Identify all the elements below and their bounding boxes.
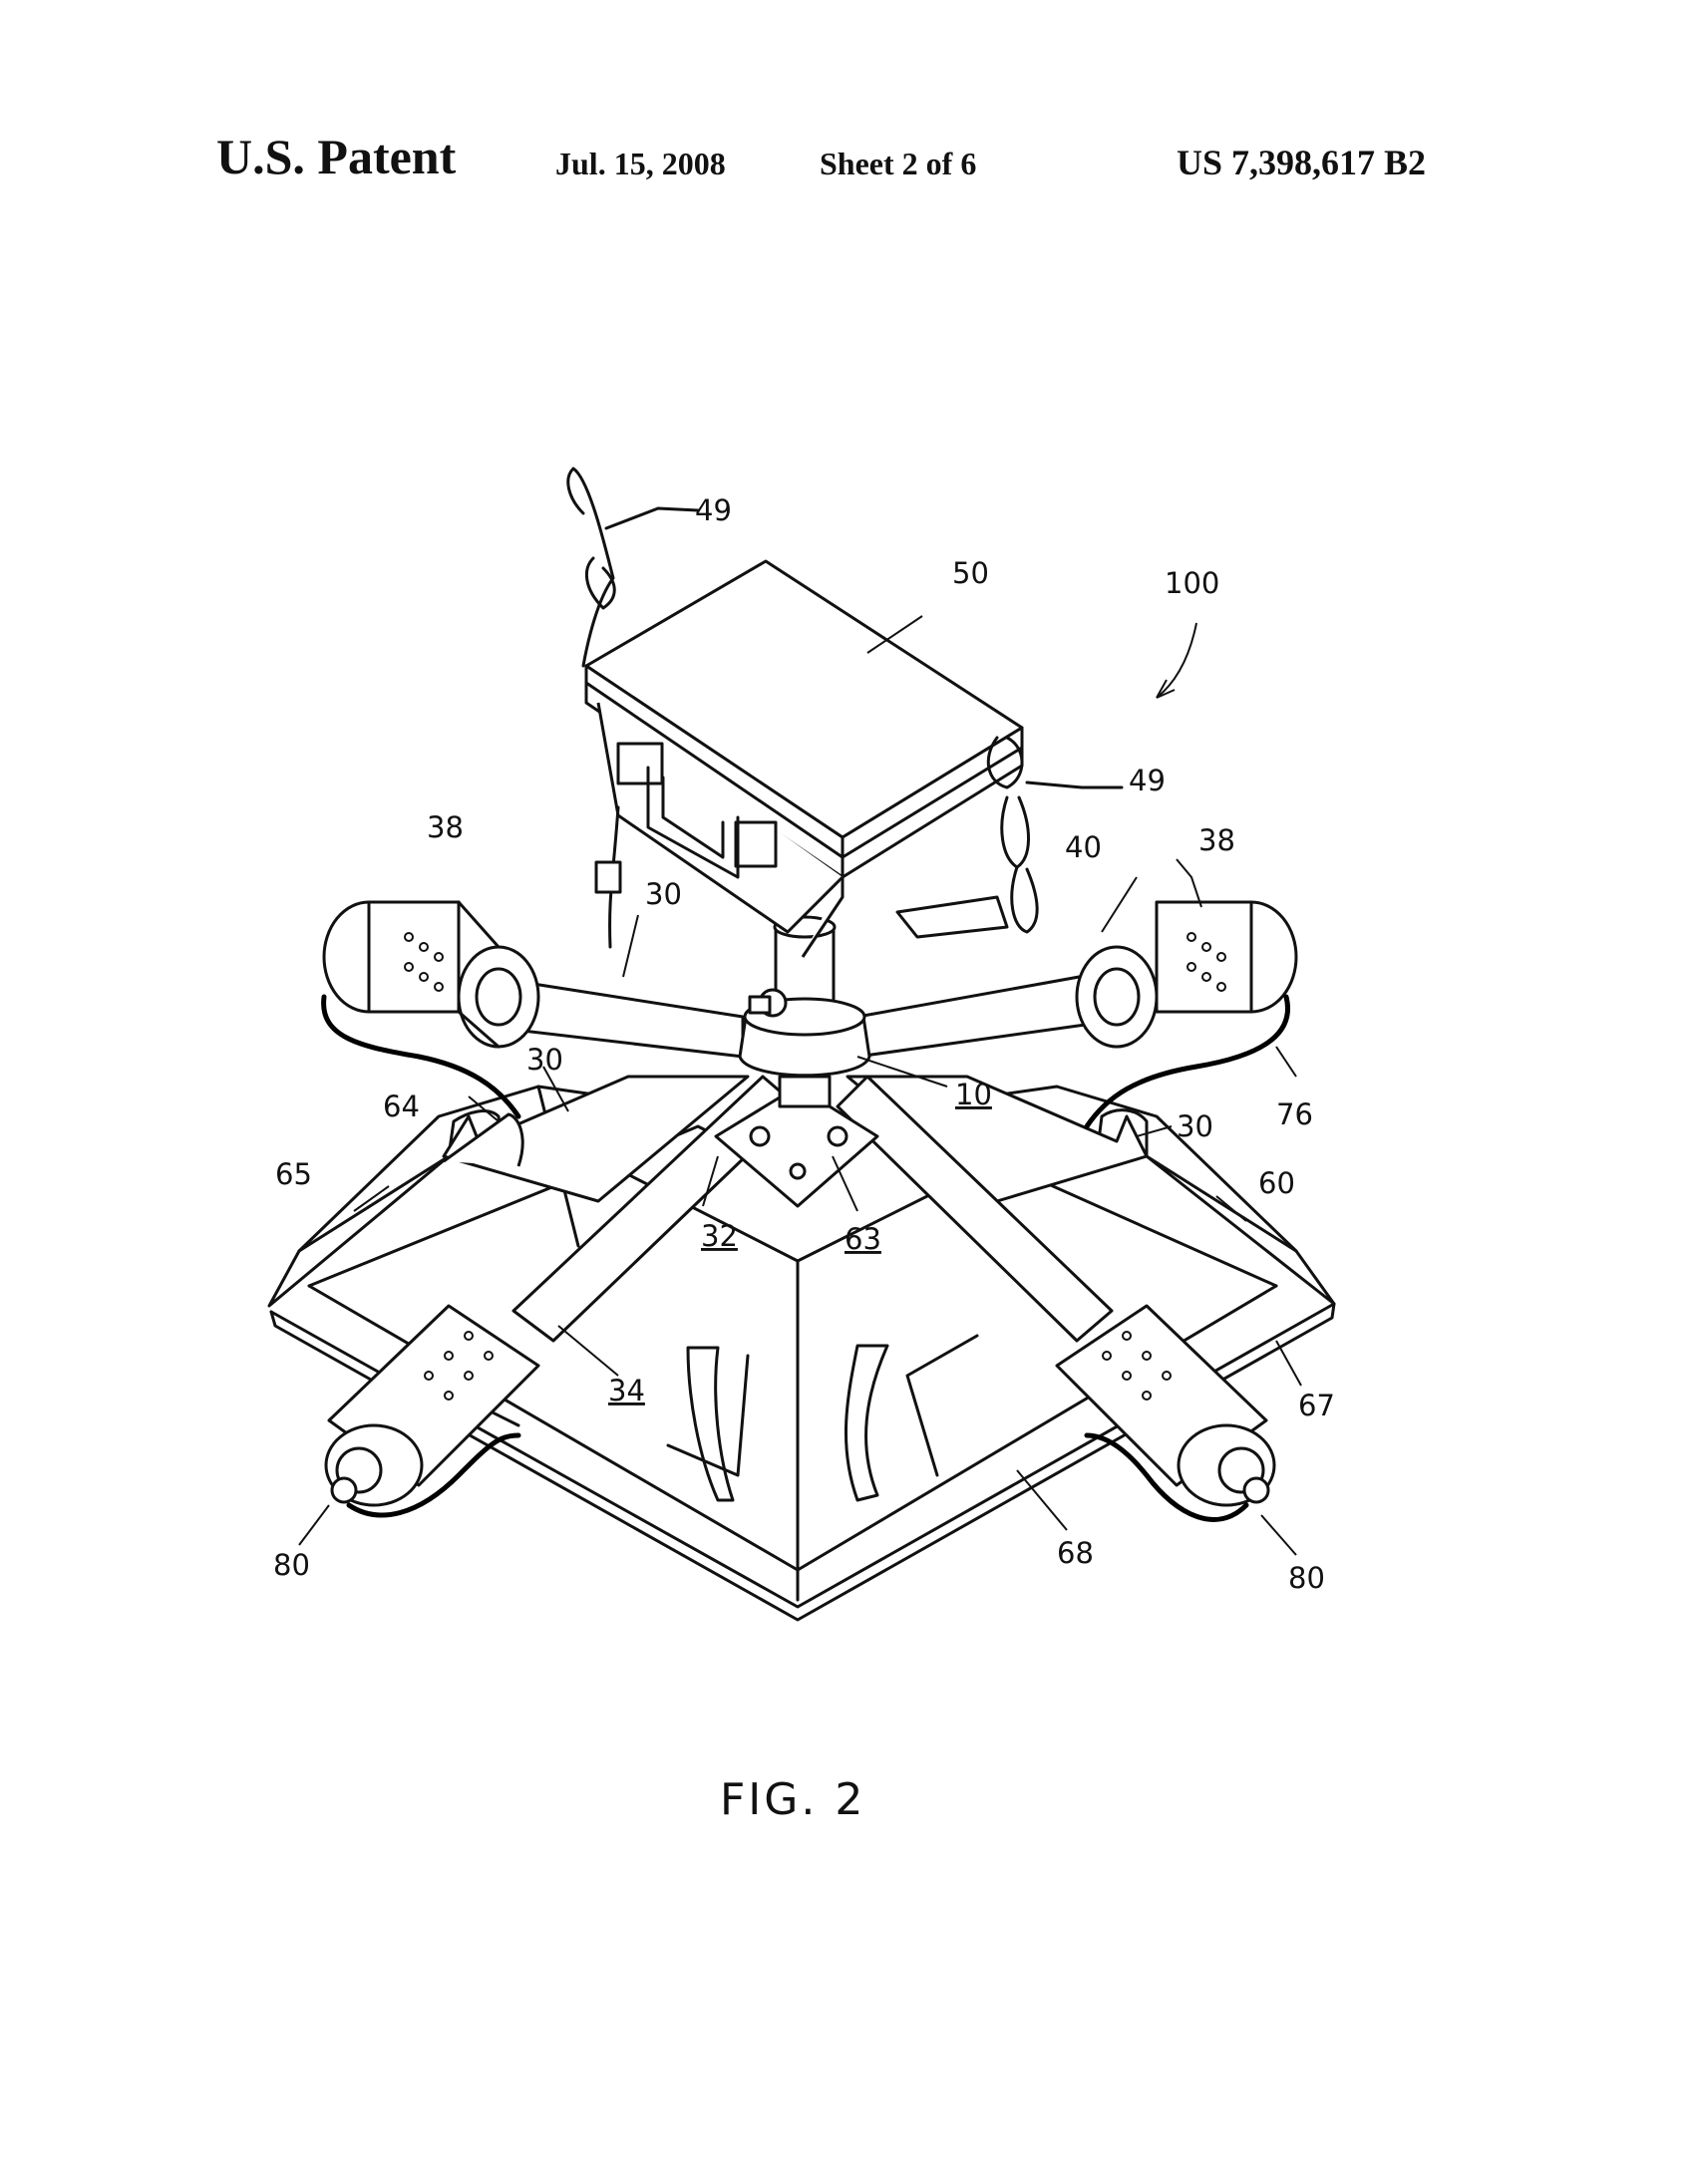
- ref-80-left: 80: [273, 1548, 310, 1582]
- center-plate: [714, 1085, 879, 1208]
- side-pad-left: [442, 1075, 750, 1203]
- patent-header-sheet: Sheet 2 of 6: [820, 146, 977, 181]
- ref-65: 65: [275, 1157, 312, 1191]
- ref-34: 34: [608, 1374, 645, 1407]
- end-cap-left-upper: [322, 900, 540, 1049]
- reference-labels: 49 50 100 49 38 38 40 30 30 30 10 76 64 …: [273, 493, 1335, 1595]
- end-cap-left-lower: [324, 1304, 540, 1507]
- ref-80-right: 80: [1288, 1561, 1325, 1595]
- perforated-sleeves: [404, 932, 1226, 1401]
- ref-38-right: 38: [1198, 823, 1235, 857]
- ref-50: 50: [952, 556, 989, 590]
- hook-right: [986, 736, 1124, 934]
- ref-76: 76: [1276, 1097, 1313, 1131]
- ref-49-top: 49: [695, 493, 732, 527]
- end-cap-right-upper: [1075, 900, 1298, 1049]
- patent-header-title: U.S. Patent: [216, 129, 457, 184]
- ref-30-right: 30: [1177, 1109, 1213, 1143]
- ref-100: 100: [1165, 566, 1219, 600]
- cords: [321, 994, 1290, 1522]
- figure-caption: FIG. 2: [720, 1774, 865, 1825]
- hook-top-left: [566, 467, 700, 668]
- patent-header-date: Jul. 15, 2008: [555, 146, 726, 181]
- ref-64: 64: [383, 1090, 420, 1123]
- ref-67: 67: [1298, 1389, 1335, 1422]
- ref-30-left: 30: [526, 1043, 563, 1077]
- ref-32: 32: [701, 1219, 738, 1253]
- ref-49-right: 49: [1129, 764, 1166, 797]
- center-hub: [738, 915, 871, 1108]
- ref-30-upper: 30: [645, 877, 682, 911]
- control-box: [584, 559, 1024, 958]
- ref-38-left: 38: [427, 810, 464, 844]
- leader-lines: [298, 615, 1302, 1556]
- patent-header-number: US 7,398,617 B2: [1177, 143, 1427, 182]
- ref-40: 40: [1065, 830, 1102, 864]
- ref-63: 63: [845, 1222, 881, 1256]
- ref-68: 68: [1057, 1536, 1094, 1570]
- end-cap-right-lower: [1055, 1304, 1276, 1507]
- ref-10: 10: [955, 1078, 992, 1111]
- ref-60: 60: [1258, 1166, 1295, 1200]
